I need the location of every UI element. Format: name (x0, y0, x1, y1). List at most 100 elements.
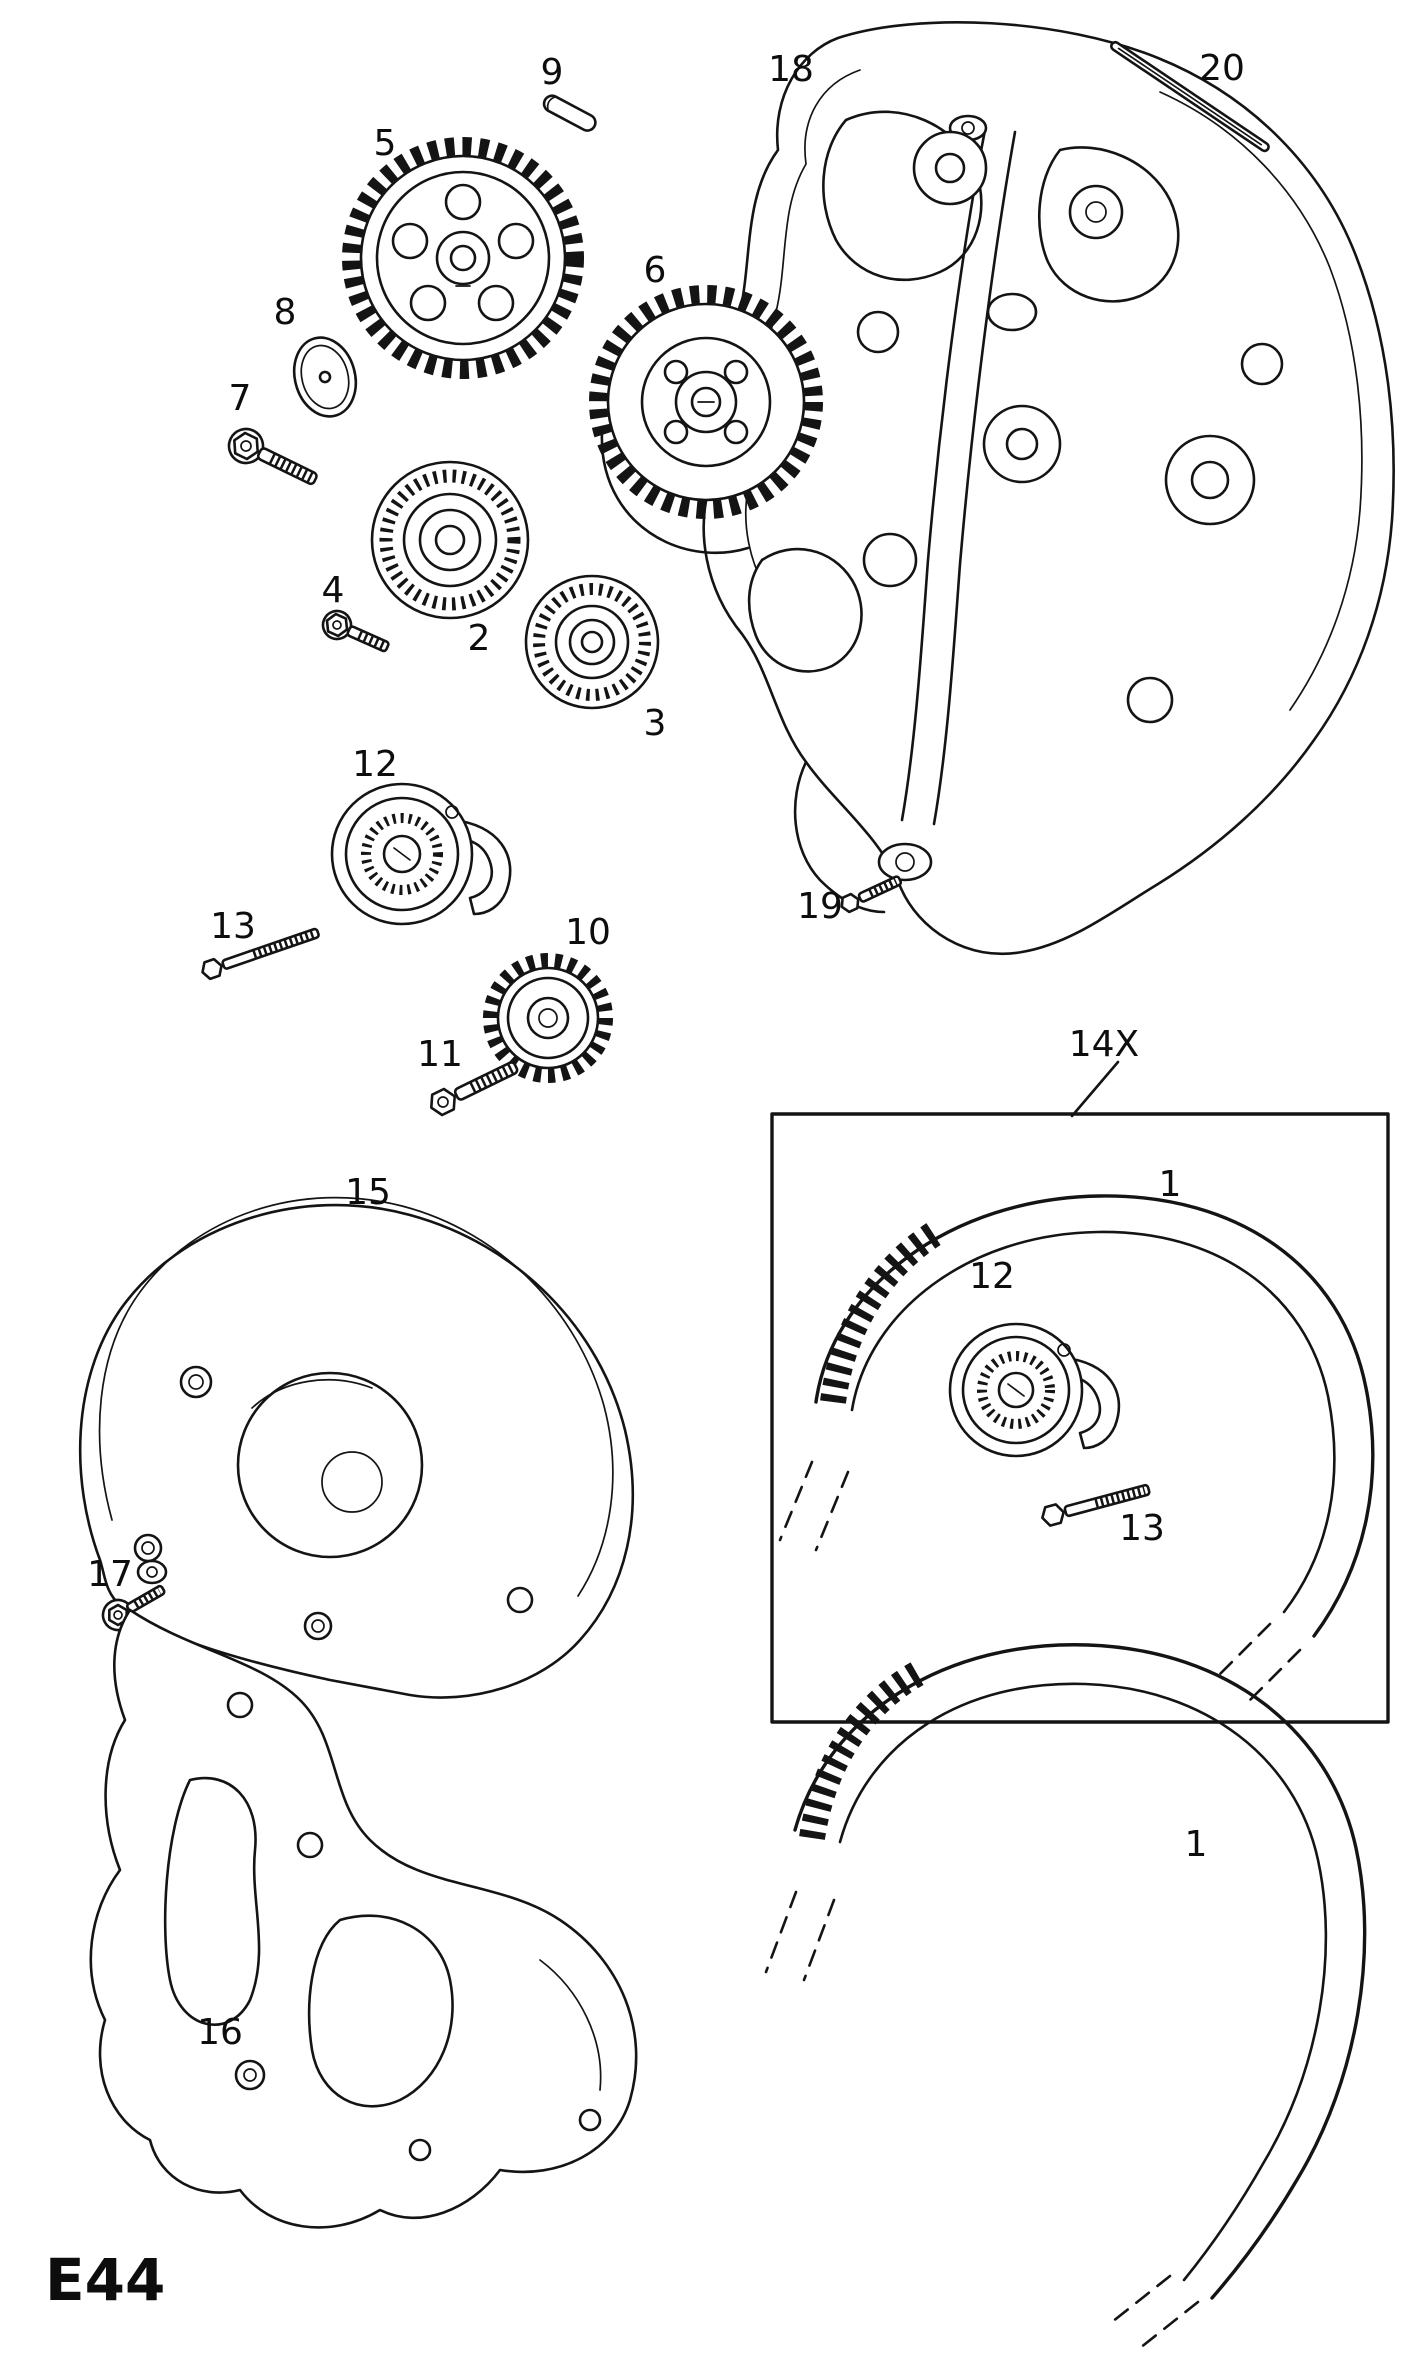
rear-timing-cover-18 (702, 21, 1395, 956)
bolt-13-kit (1041, 1483, 1151, 1527)
part-labels: 9 5 18 20 8 7 6 4 2 3 12 13 10 11 19 14X… (87, 48, 1245, 2053)
label-part-2: 2 (468, 618, 491, 659)
pulley-hub (580, 630, 604, 654)
sprocket-bore (538, 1008, 558, 1028)
label-part-12-kit: 12 (969, 1256, 1015, 1297)
label-part-12: 12 (352, 744, 398, 785)
crankshaft-sprocket-10 (483, 953, 613, 1083)
front-cover-lower-16 (89, 1608, 638, 2229)
kit-box-14x (770, 1060, 1390, 1724)
label-part-1-kit: 1 (1159, 1164, 1182, 1205)
label-part-7: 7 (229, 378, 252, 419)
label-part-3: 3 (644, 703, 667, 744)
kit-box-frame (770, 1112, 1390, 1724)
sprocket-hole (497, 222, 535, 260)
idler-pulley-2 (370, 460, 530, 620)
washer-inner (300, 344, 350, 410)
cover-hole-e (1240, 342, 1284, 386)
label-part-17: 17 (87, 1554, 133, 1595)
label-part-5: 5 (374, 123, 397, 164)
bolt-head (325, 612, 349, 638)
sprocket-hole (477, 284, 515, 322)
belt-continuation (764, 1890, 798, 1974)
tensioner-rim (961, 1335, 1071, 1445)
bolt-threads (357, 631, 387, 650)
label-part-19: 19 (797, 886, 843, 927)
sprocket-hole (409, 284, 447, 322)
cover-panel-line (251, 1379, 373, 1409)
pulley-hub (434, 524, 466, 556)
label-part-9: 9 (541, 52, 564, 93)
cover-hole-inner (141, 1541, 155, 1555)
cover-boss (578, 2108, 602, 2132)
cover-hole (506, 1586, 534, 1614)
belt-continuation (1246, 1648, 1302, 1704)
washer-outer (292, 336, 358, 418)
pin-edge-line (1117, 47, 1263, 146)
cover-hole-inner (311, 1619, 325, 1633)
cover-hole-f (862, 532, 918, 588)
cover-hole-g (1126, 676, 1174, 724)
cover-rim-line (98, 1196, 614, 1597)
belt-continuation (778, 1460, 814, 1542)
cover-window-lower (747, 547, 863, 673)
belt-continuation (1110, 2274, 1172, 2324)
cover-bolt-tab (877, 842, 933, 882)
label-part-13-kit: 13 (1119, 1508, 1165, 1549)
belt-continuation (1216, 1622, 1272, 1678)
label-part-20: 20 (1199, 48, 1245, 89)
label-part-16: 16 (197, 2012, 243, 2053)
label-part-1-lower: 1 (1185, 1824, 1208, 1865)
label-part-18: 18 (768, 49, 814, 90)
bolt-11 (430, 1061, 519, 1117)
cover-recess (986, 292, 1038, 332)
belt-teeth (799, 1660, 927, 1841)
cover-cutout-left (163, 1776, 261, 2026)
pulley-inner-ring (418, 508, 482, 572)
cover-boss (296, 1831, 324, 1859)
idler-pulley-3 (524, 574, 660, 710)
label-part-10: 10 (565, 912, 611, 953)
label-part-11: 11 (417, 1034, 463, 1075)
label-part-15: 15 (345, 1172, 391, 1213)
sprocket-hole (391, 222, 429, 260)
bolt-threads (868, 878, 898, 897)
cover-bolt-boss-17 (136, 1559, 168, 1585)
tensioner-pulley-12-kit (948, 1322, 1121, 1458)
cover-inner-edge-right (1159, 91, 1363, 711)
dowel-pin-9 (542, 94, 597, 132)
bolt-head (1041, 1503, 1065, 1527)
bolt-4 (321, 609, 390, 653)
cover-hole (303, 1611, 333, 1641)
cover-center-hole (321, 1451, 383, 1513)
camshaft-sprocket-5 (342, 137, 584, 379)
tensioner-pulley-12 (330, 782, 512, 926)
bolt-shaft (346, 625, 390, 653)
label-part-13: 13 (210, 906, 256, 947)
label-part-6: 6 (644, 250, 667, 291)
dowel-body (542, 94, 597, 132)
bolt-shaft (453, 1061, 519, 1101)
cover-hole-a (912, 130, 988, 206)
cover-boss (234, 2059, 266, 2091)
pulley-bearing-ring (379, 469, 521, 611)
label-part-14x: 14X (1069, 1024, 1139, 1065)
cover-outline (702, 21, 1395, 956)
cover-strut-line-2 (932, 130, 1017, 826)
bolt-head (201, 957, 223, 981)
page-code: E44 (45, 2246, 165, 2314)
bolt-19 (840, 875, 903, 914)
sprocket-face-ring (506, 976, 590, 1060)
tensioner-pin (1057, 1343, 1071, 1357)
tensioner-slot (1007, 1383, 1025, 1397)
sprocket-hub (435, 230, 491, 286)
belt-continuation (1138, 2300, 1200, 2350)
dowel-end-cap (546, 95, 557, 112)
sprocket-hole (723, 359, 749, 385)
belt-continuation (814, 1470, 850, 1552)
guide-pin-20 (1110, 40, 1270, 153)
cover-hole-c (856, 310, 900, 354)
cover-boss-hole (243, 2068, 257, 2082)
sprocket-hole (444, 183, 482, 221)
